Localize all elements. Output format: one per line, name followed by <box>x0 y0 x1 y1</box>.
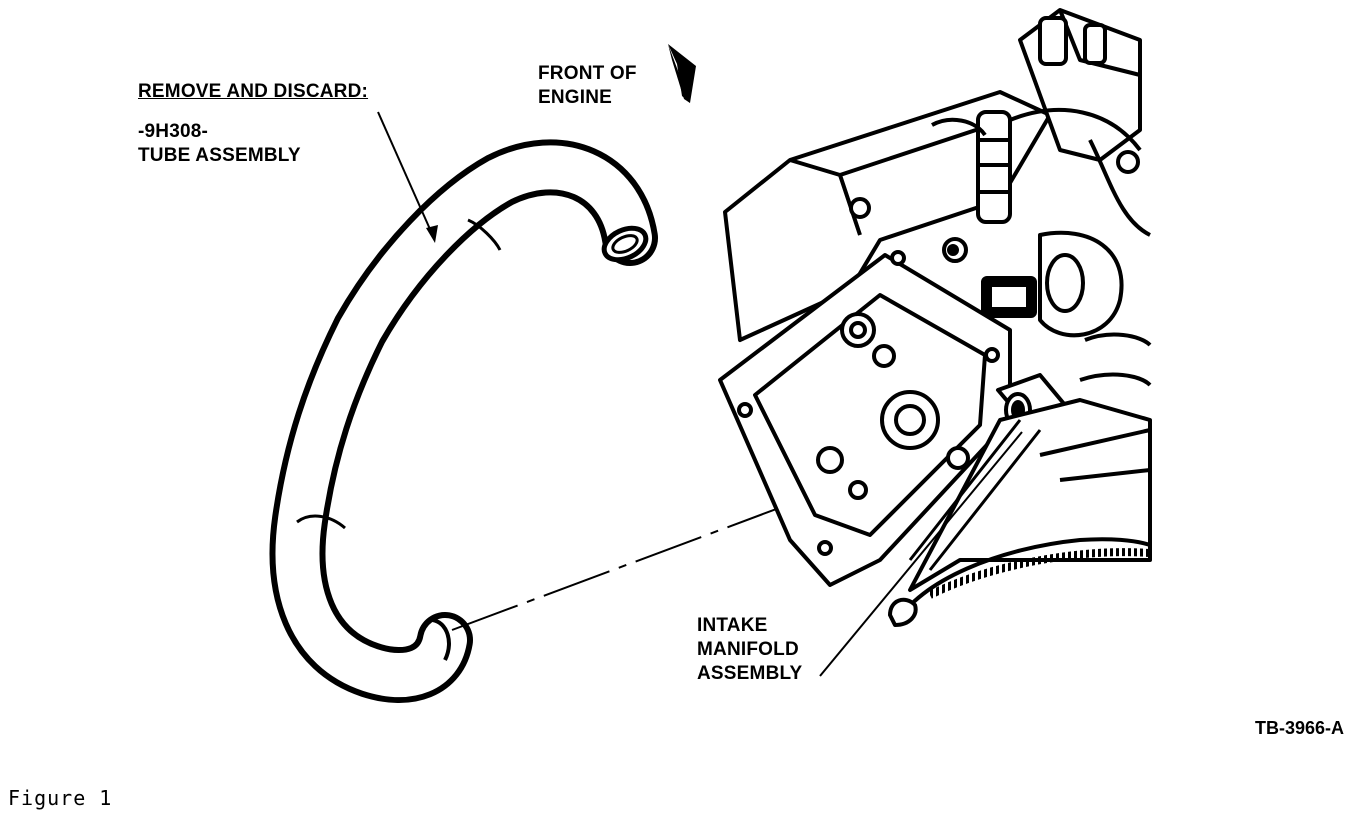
intake-label-line1: INTAKE <box>697 615 768 636</box>
tube-assembly-label: TUBE ASSEMBLY <box>138 145 301 166</box>
part-number-label: -9H308- <box>138 121 209 142</box>
reference-code: TB-3966-A <box>1254 718 1344 738</box>
intake-manifold-assembly <box>718 8 1152 627</box>
front-of-engine-line2: ENGINE <box>538 87 613 108</box>
front-arrow-icon <box>668 44 696 103</box>
remove-discard-label: REMOVE AND DISCARD: <box>138 81 369 102</box>
discard-leader <box>377 111 438 243</box>
tube-assembly <box>269 139 658 703</box>
figure-caption: Figure 1 <box>8 786 113 810</box>
intake-leader <box>819 431 1023 677</box>
intake-label-line2: MANIFOLD <box>697 639 799 660</box>
front-of-engine-line1: FRONT OF <box>538 63 637 84</box>
intake-label-line3: ASSEMBLY <box>697 663 803 684</box>
